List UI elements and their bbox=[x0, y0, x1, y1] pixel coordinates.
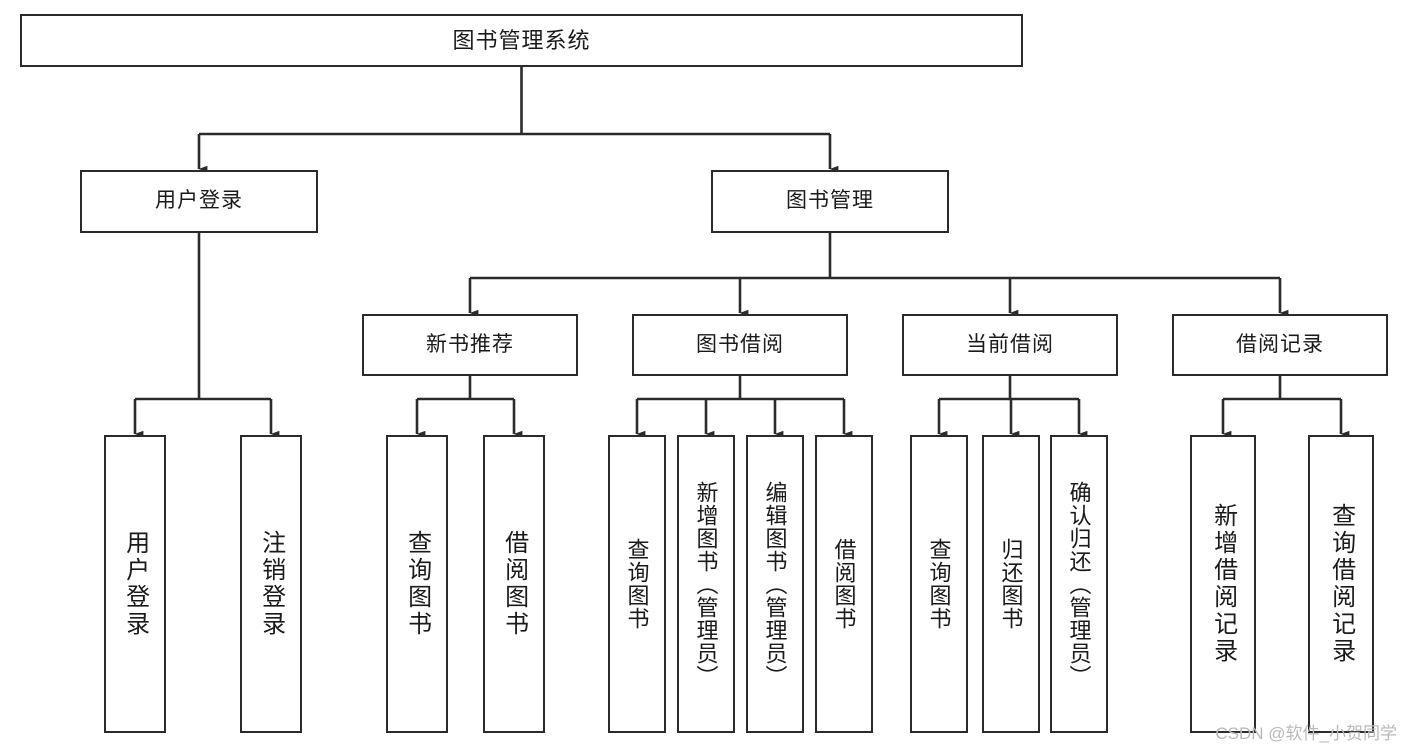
node-user-login[interactable]: 用户登录 bbox=[80, 170, 318, 233]
node-book-borrow-label: 图书借阅 bbox=[696, 332, 784, 356]
node-new-book-recommend[interactable]: 新书推荐 bbox=[362, 314, 578, 376]
node-leaf-edit-book-admin[interactable]: 编辑图书（管理员） bbox=[746, 435, 804, 733]
node-leaf-query-book-1-label: 查询图书 bbox=[403, 530, 431, 638]
node-borrow-record-label: 借阅记录 bbox=[1236, 332, 1324, 356]
watermark-text: CSDN @软件_小贺同学 bbox=[1215, 724, 1397, 743]
node-leaf-add-book-admin[interactable]: 新增图书（管理员） bbox=[677, 435, 735, 733]
node-root-label: 图书管理系统 bbox=[452, 27, 591, 53]
node-leaf-return-book-label: 归还图书 bbox=[998, 538, 1024, 630]
node-borrow-record[interactable]: 借阅记录 bbox=[1172, 314, 1388, 376]
node-leaf-add-borrow-record-label: 新增借阅记录 bbox=[1209, 503, 1237, 665]
node-new-book-recommend-label: 新书推荐 bbox=[426, 332, 514, 356]
node-leaf-add-book-admin-label: 新增图书（管理员） bbox=[693, 480, 719, 688]
node-book-manage-label: 图书管理 bbox=[786, 189, 874, 213]
node-leaf-query-book-1[interactable]: 查询图书 bbox=[386, 435, 448, 733]
node-leaf-add-borrow-record[interactable]: 新增借阅记录 bbox=[1190, 435, 1256, 733]
node-book-manage[interactable]: 图书管理 bbox=[711, 170, 949, 233]
node-book-borrow[interactable]: 图书借阅 bbox=[632, 314, 848, 376]
node-leaf-borrow-book-2[interactable]: 借阅图书 bbox=[815, 435, 873, 733]
node-root[interactable]: 图书管理系统 bbox=[20, 14, 1023, 67]
node-leaf-logout-login-label: 注销登录 bbox=[257, 530, 285, 638]
node-user-login-label: 用户登录 bbox=[155, 189, 243, 213]
node-leaf-query-borrow-record[interactable]: 查询借阅记录 bbox=[1308, 435, 1374, 733]
node-leaf-user-login-label: 用户登录 bbox=[121, 530, 149, 638]
node-leaf-query-book-3[interactable]: 查询图书 bbox=[910, 435, 968, 733]
node-current-borrow-label: 当前借阅 bbox=[966, 332, 1054, 356]
node-leaf-query-book-3-label: 查询图书 bbox=[926, 538, 952, 630]
node-leaf-confirm-return-admin-label: 确认归还（管理员） bbox=[1066, 480, 1092, 688]
node-leaf-query-book-2-label: 查询图书 bbox=[624, 538, 650, 630]
node-leaf-query-book-2[interactable]: 查询图书 bbox=[608, 435, 666, 733]
node-leaf-user-login[interactable]: 用户登录 bbox=[104, 435, 166, 733]
node-leaf-borrow-book-1[interactable]: 借阅图书 bbox=[483, 435, 545, 733]
node-leaf-logout-login[interactable]: 注销登录 bbox=[240, 435, 302, 733]
node-leaf-borrow-book-1-label: 借阅图书 bbox=[500, 530, 528, 638]
node-leaf-query-borrow-record-label: 查询借阅记录 bbox=[1327, 503, 1355, 665]
node-leaf-confirm-return-admin[interactable]: 确认归还（管理员） bbox=[1050, 435, 1108, 733]
node-current-borrow[interactable]: 当前借阅 bbox=[902, 314, 1118, 376]
node-leaf-return-book[interactable]: 归还图书 bbox=[982, 435, 1040, 733]
node-leaf-edit-book-admin-label: 编辑图书（管理员） bbox=[762, 480, 788, 688]
node-leaf-borrow-book-2-label: 借阅图书 bbox=[831, 538, 857, 630]
